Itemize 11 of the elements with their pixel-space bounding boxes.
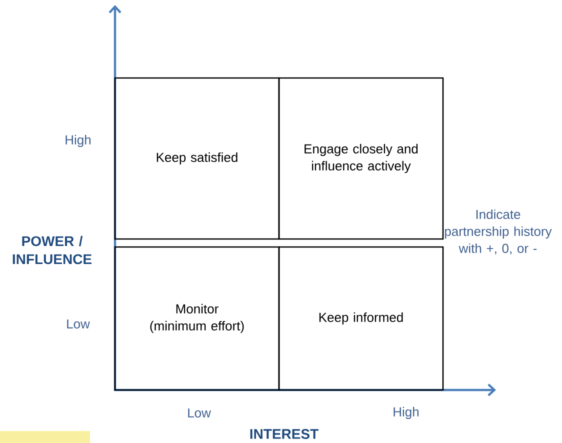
axis-label: POWER / INFLUENCE [12, 236, 92, 264]
axis-label: High [66, 134, 91, 148]
axis-label: INTEREST [250, 429, 318, 439]
axis-label: High [394, 406, 419, 420]
quadrant-cell: Keep informed [278, 246, 444, 391]
quadrant-cell: Keep satisfied [114, 77, 280, 240]
quadrant-cell: Engage closely and influence actively [278, 77, 444, 240]
axis-label: Low [188, 408, 211, 418]
axis-label: Indicate partnership history with +, 0, or - [445, 209, 552, 255]
axis-label: Low [67, 319, 90, 329]
quadrant-cell: Monitor (minimum effort) [114, 246, 280, 391]
